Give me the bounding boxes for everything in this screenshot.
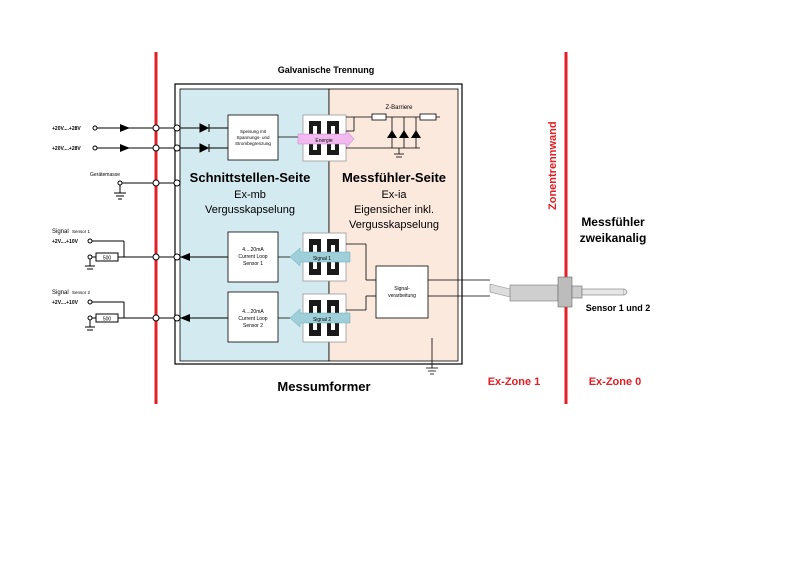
probe-title-line1: Messfühler [581, 215, 645, 229]
ground-wiring [114, 179, 181, 200]
zener-diodes [387, 130, 421, 138]
sensor-side-line2: Eigensicher inkl. [354, 204, 434, 216]
signal2-sensor: Sensor 2 [72, 290, 91, 295]
resistor2-label: 500 [103, 317, 112, 323]
supply-arrows [120, 124, 130, 152]
signal2-wiring [85, 299, 228, 331]
signal1-wiring [85, 238, 228, 270]
supply-wiring [92, 124, 228, 152]
zone0-label: Ex-Zone 0 [589, 376, 642, 388]
energy-label: Energie [315, 138, 332, 144]
signal1-sensor: Sensor 1 [72, 229, 91, 234]
ground-label: Gerätemasse [90, 172, 120, 178]
zbarrier-label: Z-Barriere [385, 105, 413, 111]
supply-block-line1: Speisung mit [240, 129, 267, 134]
resistor1-label: 500 [103, 256, 112, 262]
current-loop-block-2 [227, 291, 279, 343]
zone1-label: Ex-Zone 1 [488, 376, 541, 388]
loop2-line2: Current Loop [238, 316, 267, 322]
signal1-label: Signal [52, 229, 69, 235]
supply-block [227, 114, 279, 161]
signal-direction-arrows [180, 253, 190, 322]
loop1-line2: Current Loop [238, 254, 267, 260]
sensor-side-title: Messfühler-Seite [342, 170, 446, 185]
signal1-arrow-label: Signal 1 [313, 256, 331, 262]
signal2-label: Signal [52, 290, 69, 296]
interface-side-line1: Ex-mb [234, 189, 266, 201]
proc-line1: Signal- [394, 286, 410, 292]
title-galvanic-isolation: Galvanische Trennung [278, 65, 375, 75]
signal1-arrow [289, 247, 351, 267]
signal1-range: +2V....+10V [52, 239, 79, 245]
supply-diodes [199, 123, 210, 153]
energy-arrow [297, 129, 355, 149]
loop2-line3: Sensor 2 [243, 323, 263, 329]
supply-block-line2: Spannungs- und [236, 135, 270, 140]
loop1-line1: 4....20mA [242, 247, 264, 253]
sensor-side-line1: Ex-ia [381, 189, 407, 201]
signal2-arrow-label: Signal 2 [313, 317, 331, 323]
transmitter-label: Messumformer [277, 379, 370, 394]
signal2-range: +2V....+10V [52, 300, 79, 306]
proc-line2: verarbeitung [388, 293, 416, 299]
supply-block-line3: Strombegrenzung [235, 141, 271, 146]
loop1-line3: Sensor 1 [243, 261, 263, 267]
signal-processing-block [375, 265, 429, 319]
signal-processing-wiring [346, 243, 490, 375]
supply-1-label: +20V....+28V [52, 126, 81, 132]
probe-title-line2: zweikanalig [580, 231, 647, 245]
supply-2-label: +20V....+28V [52, 146, 81, 152]
signal2-arrow [289, 308, 351, 328]
interface-side-line2: Vergusskapselung [205, 204, 295, 216]
current-loop-block-1 [227, 231, 279, 283]
probe-sensors-label: Sensor 1 und 2 [586, 303, 651, 313]
interface-side-title: Schnittstellen-Seite [190, 170, 311, 185]
zone-wall-label: Zonentrennwand [547, 121, 559, 210]
sensor-side-line3: Vergusskapselung [349, 219, 439, 231]
probe-assembly [489, 276, 628, 308]
loop2-line1: 4....20mA [242, 309, 264, 315]
